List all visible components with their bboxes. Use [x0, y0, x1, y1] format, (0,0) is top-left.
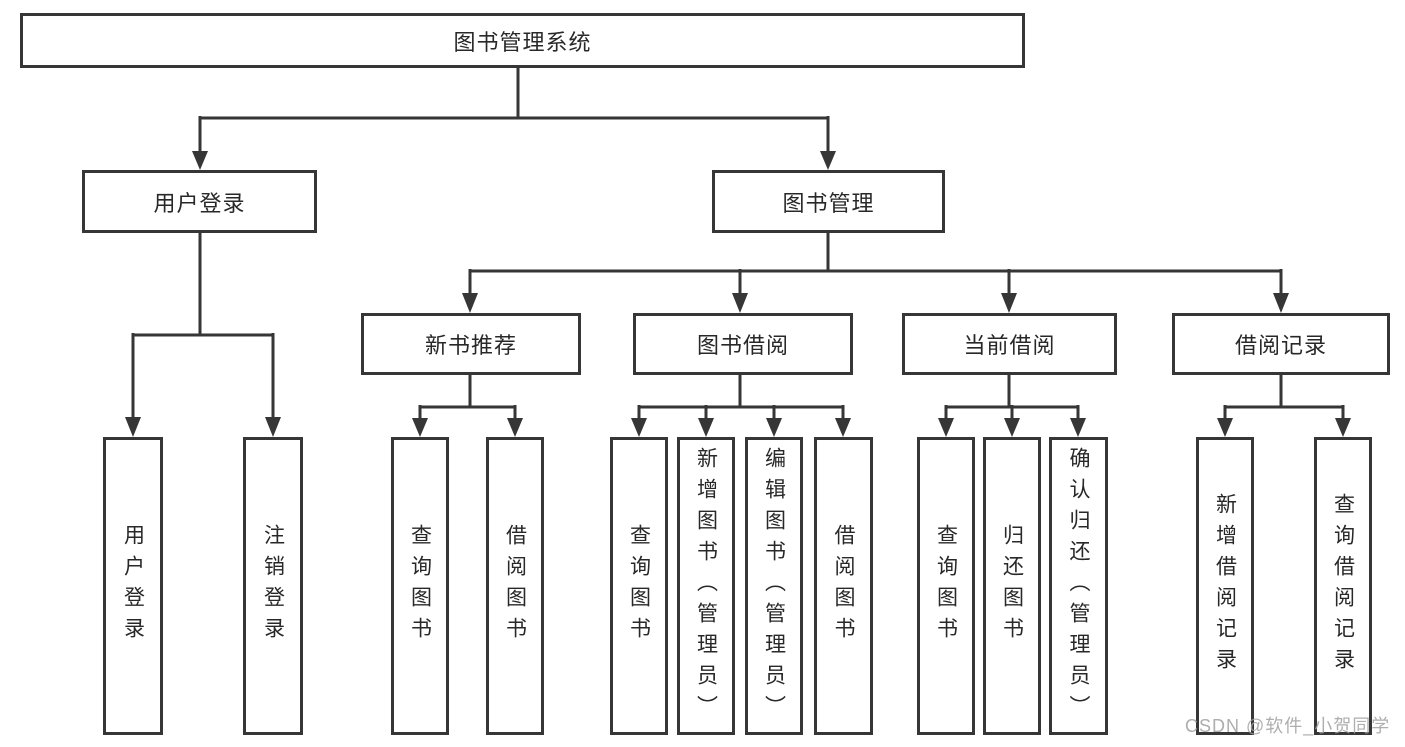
arrow-down-icon	[820, 151, 836, 170]
arrow-down-icon	[631, 418, 647, 437]
node-label: 用户登录	[153, 190, 246, 216]
leaf-label: 查询图书	[627, 524, 651, 648]
arrow-down-icon	[1217, 418, 1233, 437]
node-label: 图书管理系统	[453, 29, 592, 55]
node-label: 图书借阅	[696, 333, 789, 358]
edge-book-mgmt-split	[468, 233, 1283, 294]
arrow-down-icon	[125, 417, 141, 437]
arrow-down-icon	[732, 293, 748, 313]
leaf-logout: 注销登录	[243, 437, 303, 735]
node-label: 当前借阅	[963, 333, 1056, 358]
arrow-down-icon	[265, 417, 281, 437]
arrow-down-icon	[462, 293, 478, 313]
node-user-login: 用户登录	[82, 170, 317, 233]
leaf-label: 注销登录	[261, 524, 285, 648]
leaf-label: 确认归还（管理员）	[1067, 446, 1090, 726]
leaf-label: 查询图书	[934, 524, 958, 648]
leaf-label: 查询图书	[408, 524, 432, 648]
arrow-down-icon	[412, 418, 428, 437]
leaf-query-borrow-record: 查询借阅记录	[1314, 437, 1372, 735]
leaf-label: 查询借阅记录	[1331, 493, 1355, 679]
edge-borrow-record-split	[1223, 375, 1345, 420]
leaf-return-book: 归还图书	[983, 437, 1041, 735]
leaf-label: 借阅图书	[503, 524, 527, 648]
leaf-edit-book-admin: 编辑图书（管理员）	[745, 437, 803, 735]
arrow-down-icon	[507, 418, 523, 437]
edge-user-login-split	[131, 233, 275, 419]
leaf-label: 新增借阅记录	[1213, 493, 1237, 679]
node-library-management-system: 图书管理系统	[20, 13, 1025, 68]
leaf-borrow-book-2: 借阅图书	[814, 437, 873, 735]
arrow-down-icon	[1001, 293, 1017, 313]
leaf-borrow-book-1: 借阅图书	[486, 437, 544, 735]
node-label: 图书管理	[782, 190, 875, 216]
node-label: 新书推荐	[424, 333, 517, 358]
leaf-query-book-3: 查询图书	[917, 437, 975, 735]
node-book-borrow: 图书借阅	[633, 313, 853, 375]
arrow-down-icon	[1335, 418, 1351, 437]
node-current-borrow: 当前借阅	[902, 313, 1117, 375]
edge-root-split	[198, 68, 830, 153]
leaf-user-login: 用户登录	[103, 437, 163, 735]
arrow-down-icon	[1273, 293, 1289, 313]
leaf-confirm-return-admin: 确认归还（管理员）	[1049, 437, 1108, 735]
leaf-label: 新增图书（管理员）	[694, 446, 718, 726]
csdn-watermark: CSDN @软件_小贺同学	[1185, 716, 1391, 736]
arrow-down-icon	[698, 418, 714, 437]
node-book-management: 图书管理	[712, 170, 945, 233]
node-label: 借阅记录	[1234, 333, 1327, 358]
arrow-down-icon	[835, 418, 851, 437]
arrow-down-icon	[1004, 418, 1020, 437]
leaf-label: 归还图书	[1000, 524, 1024, 648]
edge-book-borrow-split	[637, 375, 845, 420]
arrow-down-icon	[766, 418, 782, 437]
leaf-query-book-1: 查询图书	[391, 437, 449, 735]
arrow-down-icon	[192, 151, 208, 170]
leaf-query-book-2: 查询图书	[610, 437, 668, 735]
edge-current-borrow-split	[944, 375, 1080, 420]
leaf-label: 借阅图书	[832, 524, 855, 648]
leaf-add-book-admin: 新增图书（管理员）	[677, 437, 735, 735]
node-new-book-recommend: 新书推荐	[361, 313, 581, 375]
leaf-add-borrow-record: 新增借阅记录	[1196, 437, 1254, 735]
arrow-down-icon	[938, 418, 954, 437]
arrow-down-icon	[1070, 418, 1086, 437]
edge-new-book-split	[418, 375, 517, 420]
node-borrow-record: 借阅记录	[1172, 313, 1390, 375]
leaf-label: 用户登录	[121, 524, 145, 648]
leaf-label: 编辑图书（管理员）	[762, 446, 786, 726]
